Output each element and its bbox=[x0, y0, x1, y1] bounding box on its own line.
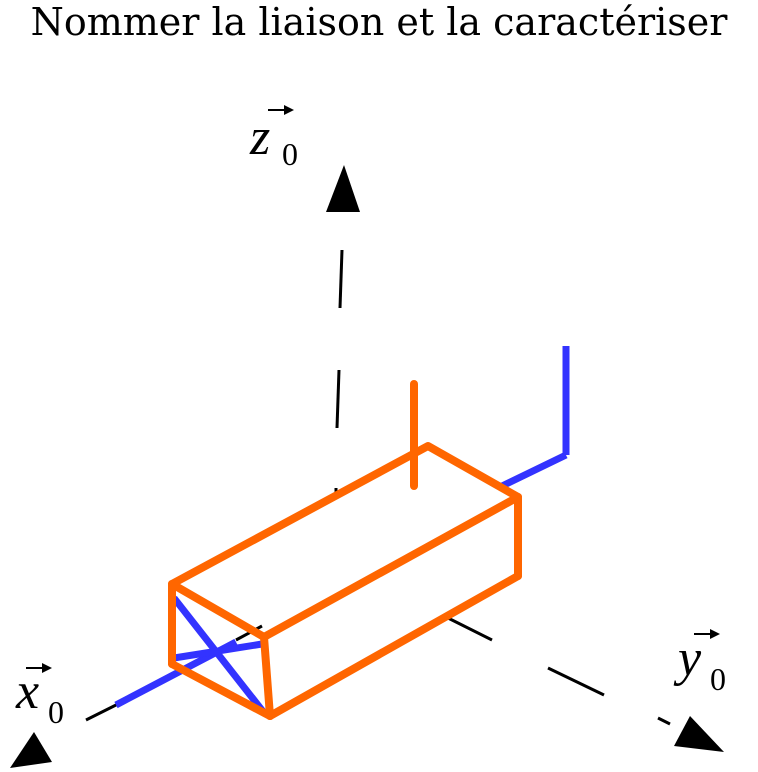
y-axis-arrowhead bbox=[674, 716, 724, 752]
x-axis-arrowhead bbox=[10, 732, 52, 768]
y-axis-symbol: y bbox=[673, 630, 702, 687]
block-bottom-edge-front bbox=[168, 660, 274, 720]
y-axis bbox=[447, 616, 724, 752]
z-axis bbox=[326, 165, 360, 496]
z-axis-subscript: 0 bbox=[282, 136, 298, 172]
orange-solid bbox=[168, 380, 522, 720]
y-axis-label: y 0 bbox=[673, 629, 726, 697]
y-axis-subscript: 0 bbox=[710, 661, 726, 697]
z-axis-symbol: z bbox=[249, 109, 270, 166]
x-axis-subscript: 0 bbox=[48, 694, 64, 730]
block-front-edge bbox=[260, 633, 274, 720]
x-axis-symbol: x bbox=[15, 663, 39, 720]
blue-solid bbox=[114, 346, 570, 717]
x-axis bbox=[10, 624, 263, 768]
page-title: Nommer la liaison et la caractériser bbox=[30, 0, 728, 44]
x-axis-label: x 0 bbox=[15, 663, 64, 730]
z-axis-label: z 0 bbox=[249, 105, 298, 172]
block-bottom-edge-side bbox=[266, 572, 522, 720]
z-axis-arrowhead bbox=[326, 165, 360, 212]
